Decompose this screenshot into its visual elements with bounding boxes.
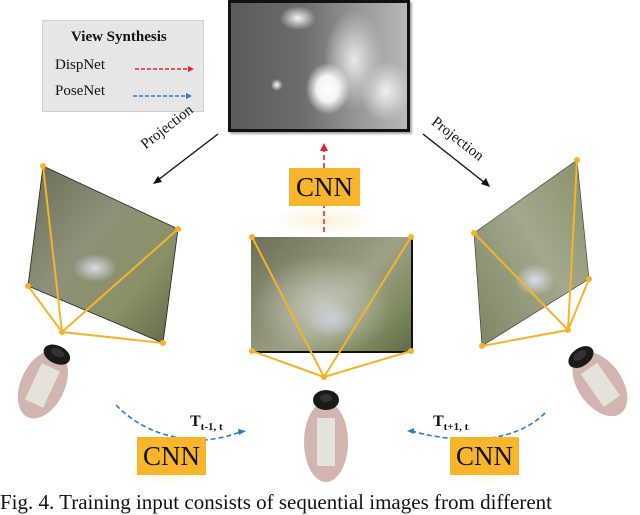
projection-right-arrow-icon xyxy=(422,133,486,184)
capsule-center-icon xyxy=(304,390,348,482)
posenet-left-arc-icon xyxy=(115,404,241,441)
legend: View Synthesis DispNet PoseNet xyxy=(42,20,204,112)
dispnet-arrow-icon xyxy=(135,66,194,72)
frustum-right xyxy=(473,159,590,347)
pose-label-right: Tt+1, t xyxy=(433,413,469,434)
cnn-center-box: CNN xyxy=(289,168,360,206)
cnn-left-box: CNN xyxy=(137,437,206,475)
legend-item-dispnet: DispNet xyxy=(55,57,105,74)
capsule-left-icon xyxy=(17,344,71,419)
posenet-arrow-icon xyxy=(133,93,192,99)
projection-left-arrow-icon xyxy=(157,133,219,181)
frame-left xyxy=(27,165,179,344)
frustum-right-vertices xyxy=(471,157,592,349)
cnn-center-glow xyxy=(270,205,380,235)
frustum-left-vertices xyxy=(25,163,181,346)
capsule-right-icon xyxy=(568,346,628,417)
figure-caption: Fig. 4. Training input consists of seque… xyxy=(0,490,552,514)
legend-label-dispnet: DispNet xyxy=(55,57,105,73)
legend-label-posenet: PoseNet xyxy=(55,83,105,99)
frame-center-image xyxy=(251,237,413,353)
cnn-right-box: CNN xyxy=(450,437,519,475)
legend-item-posenet: PoseNet xyxy=(55,83,105,100)
depth-map-image xyxy=(228,0,410,132)
legend-title: View Synthesis xyxy=(71,29,167,45)
frustum-left xyxy=(27,165,179,344)
pose-label-left: Tt-1, t xyxy=(190,413,223,434)
